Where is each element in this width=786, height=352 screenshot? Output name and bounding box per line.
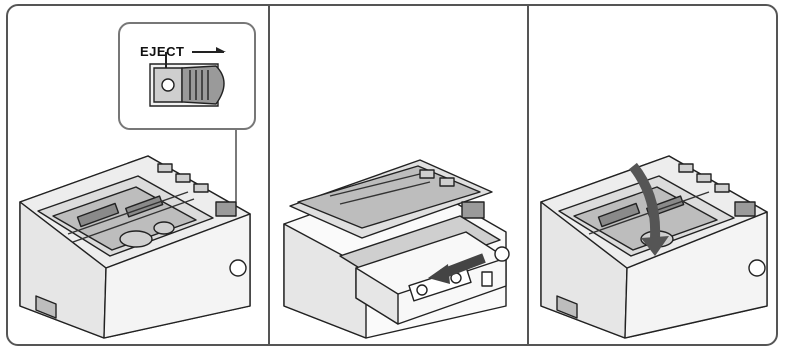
- deck-close-lid-illustration: [529, 6, 777, 344]
- eject-label: EJECT: [140, 44, 184, 59]
- deck-open-insert-illustration: [270, 6, 526, 344]
- panel-step-1: EJECT: [8, 6, 266, 344]
- panel-step-2: [270, 6, 526, 344]
- eject-switch-illustration: [120, 24, 254, 128]
- panel-step-3: [529, 6, 777, 344]
- eject-callout-box: [118, 22, 256, 130]
